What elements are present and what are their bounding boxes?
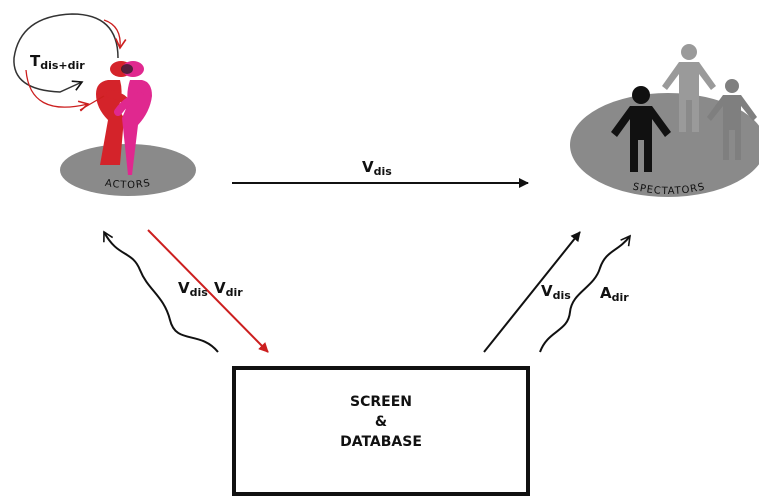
actor-pink-icon — [114, 61, 152, 175]
actors-label: ACTORS — [104, 178, 152, 191]
spectators-node: SPECTATORS — [570, 44, 759, 197]
screen-label: SCREEN — [350, 394, 412, 410]
spectators-label: SPECTATORS — [631, 181, 706, 197]
t-dis-dir-loop — [13, 13, 127, 112]
red-arrow — [147, 229, 269, 353]
ampersand-label: & — [375, 414, 387, 430]
right-straight-arrow — [483, 231, 581, 353]
v-dis-right-label: Vdis — [541, 282, 571, 302]
right-wavy-arrow — [539, 234, 631, 353]
actors-node: Tdis+dir ACTORS — [13, 13, 196, 196]
v-dir-left-label: Vdir — [214, 279, 243, 299]
t-dis-dir-label: Tdis+dir — [30, 52, 85, 72]
v-dis-top-arrow: Vdis — [232, 158, 529, 188]
spectator-front-icon — [611, 86, 671, 172]
database-label: DATABASE — [340, 434, 422, 450]
screen-database-box: SCREEN & DATABASE — [232, 366, 530, 496]
a-dir-right-label: Adir — [600, 284, 629, 304]
v-dis-left-label: Vdis — [178, 279, 208, 299]
v-dis-top-label: Vdis — [362, 158, 392, 178]
left-wavy-arrow — [103, 230, 219, 353]
spectator-back-icon — [662, 44, 716, 132]
spectator-back-icon — [707, 79, 757, 160]
